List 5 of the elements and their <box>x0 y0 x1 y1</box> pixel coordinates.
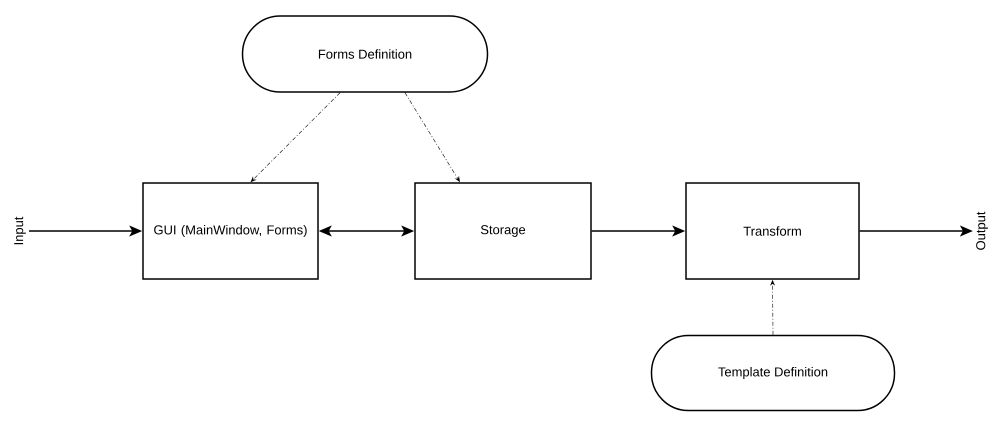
process-box: GUI (MainWindow, Forms) <box>142 182 319 280</box>
io-label: Output <box>976 212 988 250</box>
process-box: Storage <box>414 182 592 280</box>
process-box: Transform <box>685 182 860 280</box>
io-label: Input <box>14 216 26 244</box>
